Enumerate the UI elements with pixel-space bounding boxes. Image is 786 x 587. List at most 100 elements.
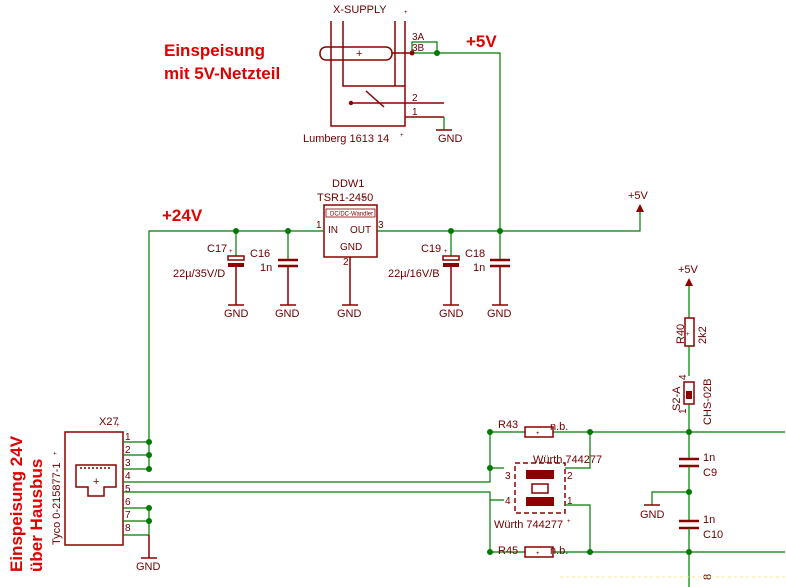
ddw1-pin2-num: 2 [343,257,349,268]
svg-text:+: + [400,133,404,139]
switch-s2: S2-A CHS-02B 4 1 [671,374,714,425]
s2-name: S2-A [671,386,683,411]
ddw1-gnd-label: GND [337,308,362,320]
svg-text:+: + [444,249,448,255]
s2-pin1: 1 [678,408,689,414]
r43-value: n.b. [550,421,568,433]
resistor-r43: + R43 n.b. [498,419,568,438]
svg-text:+: + [567,519,571,525]
c19-value: 22µ/16V/B [388,268,440,280]
x27-connector: X27 + + Tyco 0-215877-1 + 1 2 3 4 5 6 7 … [51,416,131,546]
vcc-label-2: +5V [678,264,699,276]
x-supply-connector: X-SUPPLY + + 3A 3B 2 1 Lumberg 1613 14 + [303,4,444,145]
r43-name: R43 [498,419,518,431]
ddw1-pin-gnd: GND [340,242,362,253]
resistor-r40: + R40 2k2 [675,317,709,347]
svg-text:+: + [229,249,233,255]
cap-c18: C18 1n GND [465,231,512,320]
s2-pin4: 4 [678,374,689,380]
ddw1-part: TSR1-2450 [317,192,373,204]
x-supply-pin-2: 2 [412,93,418,104]
cap-c19: + C19 22µ/16V/B GND [388,231,464,320]
x27-pin6: 6 [125,497,131,508]
x27-part: Tyco 0-215877-1 [51,462,63,545]
l2-pin1: 1 [567,496,573,507]
ddw1-pin3-num: 3 [378,220,384,231]
r40-value: 2k2 [697,326,709,344]
l2-part: Würth 744277 [494,519,563,531]
vcc-symbol [636,204,644,212]
feed-24v-subtitle: über Hausbus [27,459,46,572]
ddw1-pin-out: OUT [350,225,371,236]
x27-pin8: 8 [125,523,131,534]
c10-name: C10 [703,529,723,541]
ddw1-converter: DDW1 TSR1-2450 DC/DC-Wandler IN OUT GND … [316,178,384,272]
c16-value: 1n [260,262,272,274]
rail-24v-label: +24V [162,206,203,225]
x-supply-plus-mark: + [404,10,408,16]
c19-gnd-label: GND [439,308,464,320]
c16-gnd-label: GND [275,308,300,320]
x27-pin5: 5 [125,484,131,495]
x27-pin3: 3 [125,458,131,469]
x27-gnd-label: GND [136,561,161,573]
rj-jack-icon [75,464,117,497]
x-supply-pin-3b: 3B [412,43,425,54]
svg-text:+: + [536,551,540,557]
cap-c10: 1n C10 [679,514,723,541]
l2-pin4: 4 [505,496,511,507]
x-supply-body [330,21,406,127]
resistor-r45: + R45 n.b. [498,545,568,558]
vcc-symbol-2 [685,278,693,286]
svg-text:+: + [93,476,99,488]
rail-5v-label: +5V [466,32,497,51]
svg-text:+: + [536,431,540,437]
c17-value: 22µ/35V/D [173,268,225,280]
r40-name: R40 [675,324,687,344]
c18-value: 1n [473,262,485,274]
c17-name: C17 [207,243,227,255]
x-supply-pin-1: 1 [412,107,418,118]
choke-l2: Würth 744277 L2 3 2 4 1 Würth 744277 + [494,454,602,531]
ddw1-pin-in: IN [328,225,338,236]
c16-name: C16 [250,248,270,260]
x27-name: X27 [99,416,119,428]
svg-text:+: + [362,196,366,202]
c10-value: 1n [703,514,715,526]
feed-5v-subtitle: mit 5V-Netzteil [164,64,280,83]
s2-part: CHS-02B [702,379,714,425]
x27-pin7: 7 [125,510,131,521]
cap-c16: C16 1n GND [250,231,300,320]
c9-name: C9 [703,467,717,479]
x27-pin2: 2 [125,445,131,456]
feed-24v-title: Einspeisung 24V [7,435,26,572]
ddw1-pin1-num: 1 [316,220,322,231]
cut-off-label: 8 [702,574,714,580]
ddw1-tag: DC/DC-Wandler [330,212,373,218]
c9-gnd-label: GND [640,509,665,521]
l2-pin3: 3 [505,471,511,482]
svg-text:+: + [53,451,59,455]
feed-5v-title: Einspeisung [164,41,265,60]
r45-value: n.b. [550,545,568,557]
c18-gnd-label: GND [487,308,512,320]
svg-text:+: + [686,332,690,338]
x27-body [64,431,124,546]
ddw1-name: DDW1 [332,178,364,190]
svg-text:+: + [356,48,362,60]
c19-name: C19 [421,243,441,255]
cap-c9: 1n C9 [679,452,717,479]
x-supply-gnd-label: GND [438,133,463,145]
c9-value: 1n [703,452,715,464]
svg-text:+: + [116,423,120,429]
x-supply-pin-3a: 3A [412,32,425,43]
r45-name: R45 [498,545,518,557]
l2-pin2: 2 [567,471,573,482]
c18-name: C18 [465,248,485,260]
c17-gnd-label: GND [224,308,249,320]
x27-pin4: 4 [125,471,131,482]
l2-name: Würth 744277 [533,454,602,466]
x-supply-name: X-SUPPLY [333,4,387,16]
cap-c17: + C17 22µ/35V/D GND [173,231,249,320]
